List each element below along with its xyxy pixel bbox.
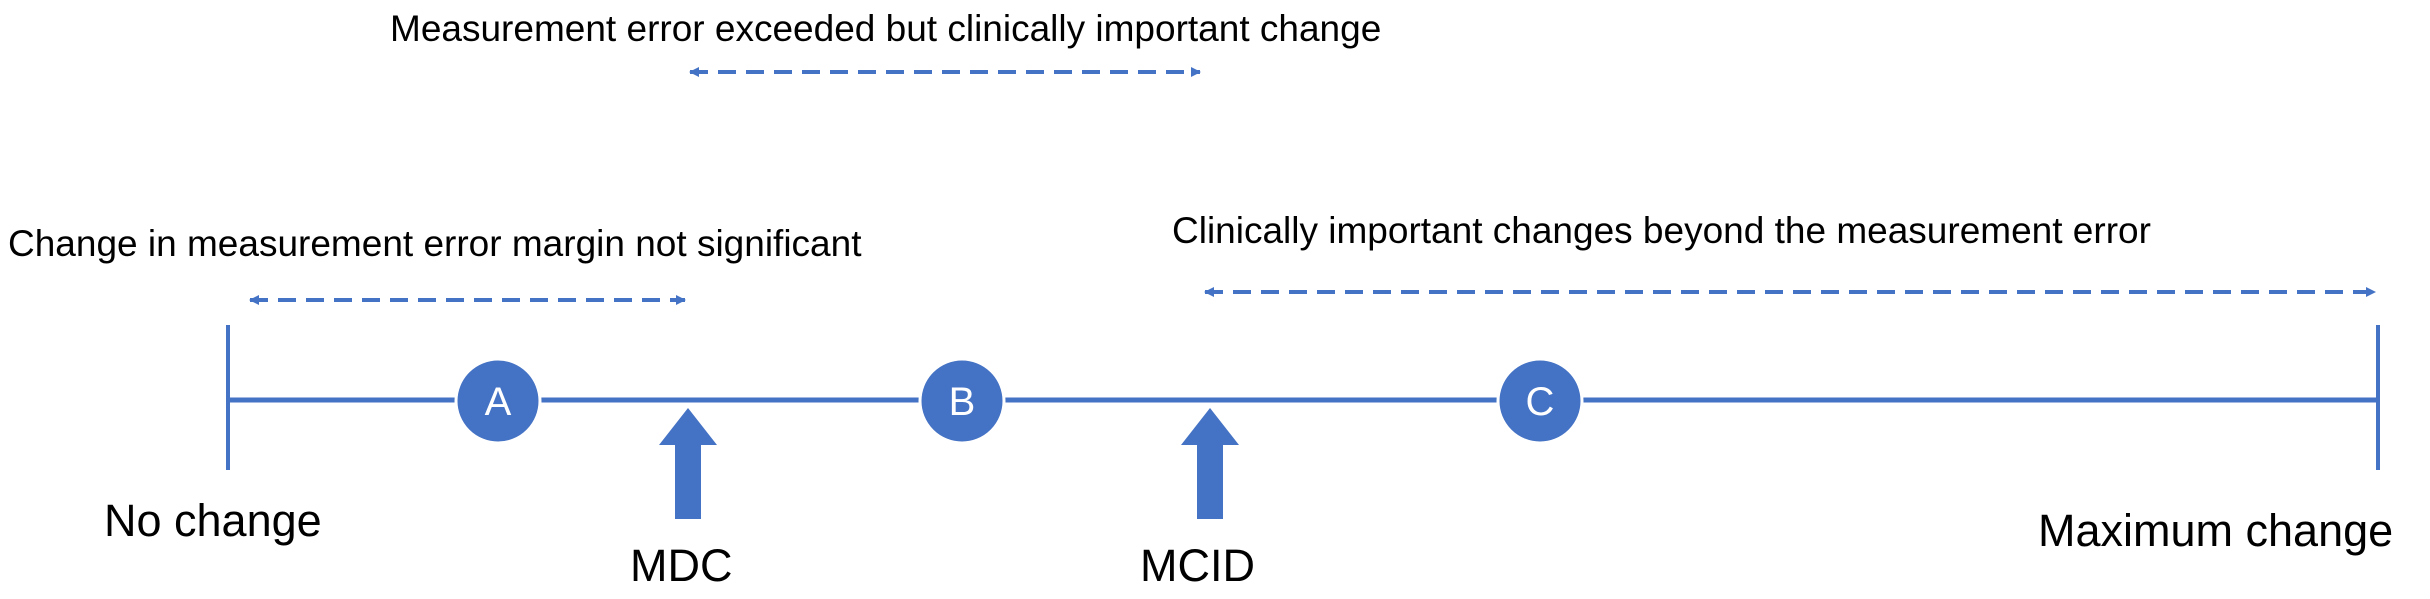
mcid-up-arrow-icon	[1181, 408, 1239, 519]
marker-a: A	[454, 357, 542, 445]
middle-range-label: Measurement error exceeded but clinicall…	[390, 8, 1382, 49]
marker-c-label: C	[1526, 380, 1555, 424]
marker-b-label: B	[949, 380, 976, 424]
start-label: No change	[104, 495, 322, 546]
mdc-up-arrow-icon	[659, 408, 717, 519]
left-range-label: Change in measurement error margin not s…	[8, 223, 862, 264]
right-range-label: Clinically important changes beyond the …	[1172, 210, 2151, 251]
mdc-label: MDC	[630, 540, 733, 591]
marker-c: C	[1496, 357, 1584, 445]
end-label: Maximum change	[2038, 505, 2394, 556]
marker-b: B	[918, 357, 1006, 445]
marker-a-label: A	[485, 380, 512, 424]
mcid-label: MCID	[1140, 540, 1255, 591]
